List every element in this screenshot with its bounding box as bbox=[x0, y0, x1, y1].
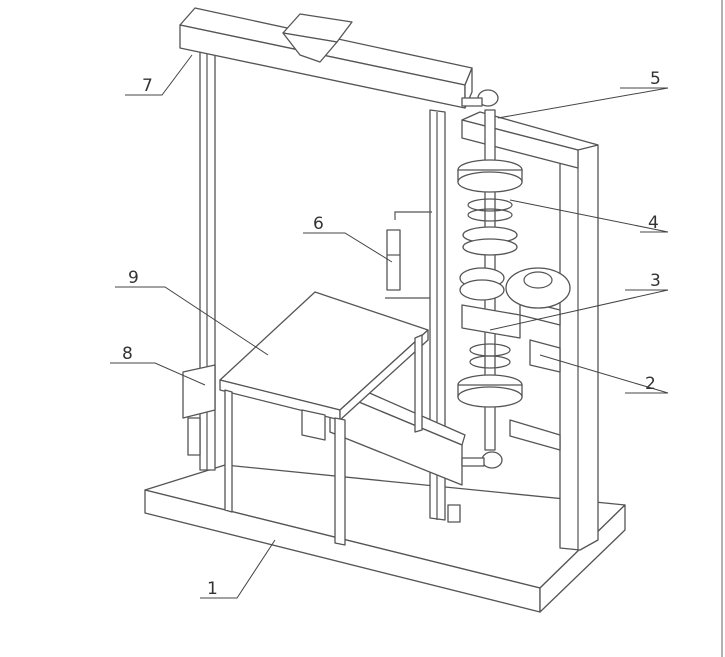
top-gear bbox=[461, 89, 499, 107]
table bbox=[219, 291, 429, 546]
leader-lines bbox=[110, 54, 669, 599]
label-9: 9 bbox=[128, 268, 139, 288]
left-column bbox=[182, 49, 216, 471]
bottom-gear bbox=[461, 451, 503, 469]
base-plate bbox=[144, 464, 626, 613]
hopper bbox=[282, 13, 353, 63]
label-1: 1 bbox=[207, 579, 218, 599]
label-7: 7 bbox=[142, 76, 153, 96]
cylinder bbox=[385, 211, 432, 299]
label-2: 2 bbox=[645, 374, 656, 394]
label-5: 5 bbox=[650, 69, 661, 89]
label-3: 3 bbox=[650, 271, 661, 291]
label-8: 8 bbox=[122, 344, 133, 364]
roller-assembly bbox=[457, 109, 571, 451]
label-4: 4 bbox=[648, 213, 659, 233]
label-6: 6 bbox=[313, 214, 324, 234]
